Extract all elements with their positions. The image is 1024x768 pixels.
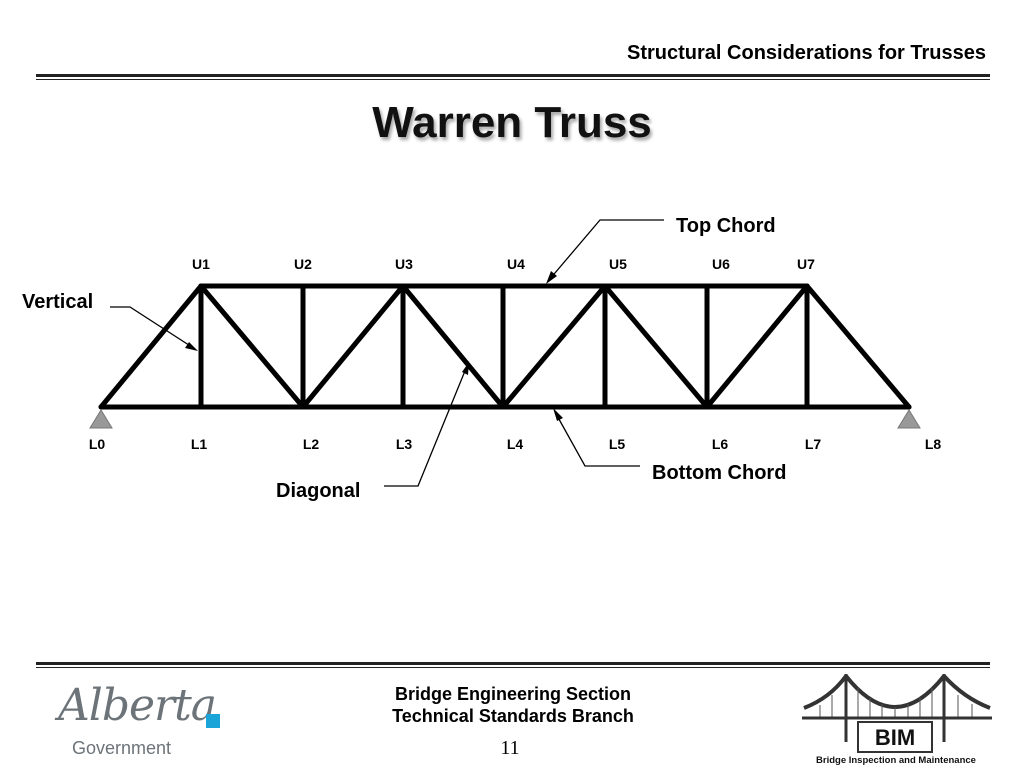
- vertical-arrowhead: [185, 342, 198, 351]
- diagonal-member: [198, 283, 306, 410]
- top-chord-leader: [548, 219, 664, 281]
- node-label-l7: L7: [805, 436, 822, 452]
- alberta-logo-wordmark: Alberta: [58, 680, 217, 731]
- bottom-chord-leader: [554, 411, 640, 467]
- alberta-government-logo: Alberta Government: [30, 680, 230, 764]
- bim-logo: BIM Bridge Inspection and Maintenance: [802, 674, 992, 766]
- top-chord-arrowhead: [546, 271, 557, 284]
- node-label-l0: L0: [89, 436, 106, 452]
- node-label-l6: L6: [712, 436, 729, 452]
- bottom-chord-label: Bottom Chord: [652, 462, 786, 484]
- alberta-logo-square: [206, 714, 220, 728]
- end-post-right: [804, 283, 912, 410]
- footer-branch-info: Bridge Engineering Section Technical Sta…: [352, 683, 674, 727]
- bim-logo-subtext: Bridge Inspection and Maintenance: [816, 755, 976, 766]
- bim-badge: [857, 721, 933, 753]
- left-support-icon: [89, 409, 113, 429]
- section-header: Structural Considerations for Trusses: [627, 42, 986, 64]
- diagonal-member: [400, 283, 506, 410]
- bim-logo-text: BIM: [875, 725, 915, 750]
- diagonal-leader: [384, 365, 468, 487]
- node-label-l8: L8: [925, 436, 942, 452]
- bim-main-cable: [844, 674, 946, 709]
- bim-side-cable-left: [803, 674, 848, 710]
- footer-divider: [36, 662, 990, 668]
- node-label-u3: U3: [395, 256, 413, 272]
- node-label-u4: U4: [507, 256, 525, 272]
- node-label-l1: L1: [191, 436, 208, 452]
- diagonal-member: [704, 283, 810, 410]
- node-label-u6: U6: [712, 256, 730, 272]
- bottom-chord-arrowhead: [553, 408, 563, 421]
- vertical-leader: [110, 306, 196, 350]
- alberta-logo-government: Government: [72, 738, 172, 758]
- node-label-l2: L2: [303, 436, 320, 452]
- diagonal-member: [602, 283, 710, 410]
- node-label-u7: U7: [797, 256, 815, 272]
- diagonal-label: Diagonal: [276, 480, 360, 502]
- page-number: 11: [500, 737, 520, 759]
- bim-side-cable-right: [942, 674, 991, 710]
- right-support-icon: [897, 409, 921, 429]
- end-post-left: [98, 283, 204, 410]
- header-divider: [36, 74, 990, 80]
- node-label-u1: U1: [192, 256, 210, 272]
- diagonal-member: [500, 283, 608, 410]
- node-label-l3: L3: [396, 436, 413, 452]
- top-chord-label: Top Chord: [676, 215, 776, 237]
- truss-members: [98, 283, 912, 410]
- slide-title: Warren Truss: [372, 98, 652, 147]
- footer-line-section: Bridge Engineering Section: [394, 684, 632, 704]
- diagonal-arrowhead: [462, 362, 469, 375]
- diagonal-member: [300, 283, 406, 410]
- node-label-u2: U2: [294, 256, 312, 272]
- vertical-label: Vertical: [22, 291, 93, 313]
- node-label-l5: L5: [609, 436, 626, 452]
- node-label-l4: L4: [507, 436, 524, 452]
- node-label-u5: U5: [609, 256, 627, 272]
- footer-line-branch: Technical Standards Branch: [392, 706, 634, 726]
